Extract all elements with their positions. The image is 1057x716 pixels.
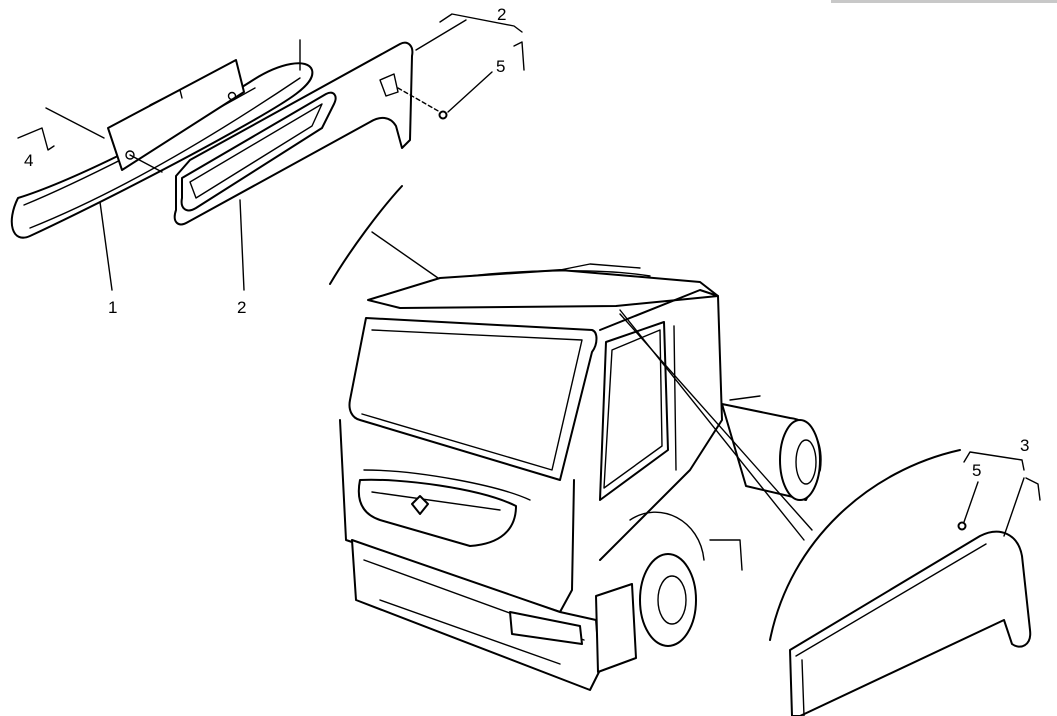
side-trim-part-3 <box>789 521 1032 716</box>
detail-arc-right <box>769 449 961 641</box>
sun-visor-part-1 <box>10 59 314 239</box>
callout-leaders-top <box>17 13 525 291</box>
callout-part-2: 2 <box>237 298 246 317</box>
callout-part-1: 1 <box>108 298 117 317</box>
callout-top-bracket-2: 2 <box>497 5 506 24</box>
detail-leader-right-2 <box>619 313 813 531</box>
callout-leaders-right <box>963 451 1041 537</box>
callout-right-3: 3 <box>1020 436 1029 455</box>
callout-left-4: 4 <box>24 151 33 170</box>
detail-leader-top <box>371 231 439 279</box>
callout-top-5: 5 <box>496 57 505 76</box>
visor-frame-part-2 <box>173 39 448 226</box>
callout-right-5: 5 <box>972 461 981 480</box>
truck-cab-illustration <box>339 263 822 691</box>
top-edge-bar <box>831 0 1057 3</box>
detail-arc-top <box>329 185 403 285</box>
